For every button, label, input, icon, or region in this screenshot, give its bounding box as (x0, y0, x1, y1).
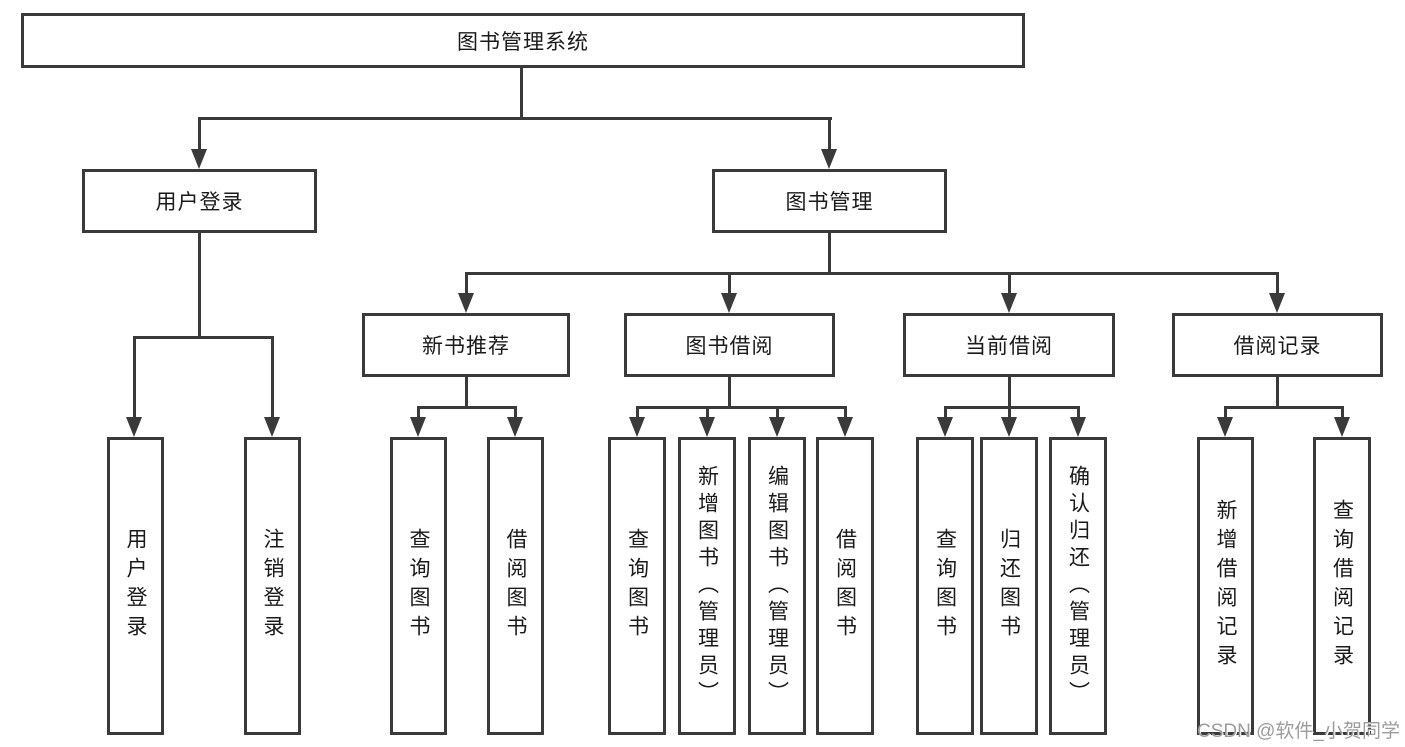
arrow-down-icon (699, 417, 715, 437)
leaf-borrow-books-recommend: 借阅图书 (487, 437, 544, 735)
leaf-borrow-books: 借阅图书 (816, 437, 874, 735)
connector-line (1008, 377, 1011, 409)
connector-line (198, 117, 201, 151)
connector-line (465, 272, 468, 295)
arrow-down-icon (264, 417, 280, 437)
connector-line (198, 117, 832, 120)
leaf-confirm-return-admin: 确认归还（管理员） (1049, 437, 1107, 735)
arrow-down-icon (458, 293, 474, 313)
arrow-down-icon (1217, 417, 1233, 437)
node-current-borrow: 当前借阅 (903, 313, 1115, 377)
connector-line (465, 272, 1279, 275)
arrow-down-icon (410, 417, 426, 437)
leaf-query-books-current-label: 查询图书 (933, 528, 957, 644)
leaf-add-books-admin: 新增图书（管理员） (678, 437, 736, 735)
leaf-query-books-recommend: 查询图书 (390, 437, 447, 735)
arrow-down-icon (1070, 417, 1086, 437)
node-book-borrow: 图书借阅 (624, 313, 835, 377)
connector-line (1224, 406, 1344, 409)
arrow-down-icon (126, 417, 142, 437)
node-root: 图书管理系统 (21, 13, 1025, 68)
connector-line (1224, 406, 1227, 419)
leaf-query-borrow-record: 查询借阅记录 (1313, 437, 1371, 735)
connector-line (828, 233, 831, 274)
leaf-borrow-books-recommend-label: 借阅图书 (504, 528, 527, 644)
connector-line (1008, 272, 1011, 295)
connector-line (1276, 377, 1279, 409)
connector-line (636, 406, 847, 409)
leaf-confirm-return-admin-label: 确认归还（管理员） (1066, 464, 1090, 708)
leaf-return-books-label: 归还图书 (997, 528, 1021, 644)
leaf-add-borrow-record: 新增借阅记录 (1197, 437, 1254, 735)
connector-line (417, 406, 420, 419)
arrow-down-icon (1269, 293, 1285, 313)
node-user-login: 用户登录 (82, 169, 317, 233)
connector-line (844, 406, 847, 419)
node-new-book-recommend-label: 新书推荐 (422, 335, 510, 358)
arrow-down-icon (1334, 417, 1350, 437)
connector-line (417, 406, 517, 409)
node-user-login-label: 用户登录 (155, 191, 244, 214)
node-current-borrow-label: 当前借阅 (965, 335, 1053, 358)
connector-line (133, 336, 136, 418)
leaf-borrow-books-label: 借阅图书 (833, 528, 857, 644)
arrow-down-icon (1001, 293, 1017, 313)
node-borrow-records: 借阅记录 (1172, 313, 1383, 377)
csdn-watermark: CSDN @软件_小贺同学 (1197, 721, 1400, 742)
connector-line (520, 68, 523, 117)
connector-line (636, 406, 639, 419)
connector-line (944, 406, 947, 419)
connector-line (198, 233, 201, 336)
connector-line (514, 406, 517, 419)
arrow-down-icon (937, 417, 953, 437)
leaf-add-books-admin-label: 新增图书（管理员） (695, 464, 719, 708)
leaf-edit-books-admin: 编辑图书（管理员） (748, 437, 806, 735)
node-root-label: 图书管理系统 (457, 30, 589, 54)
connector-line (776, 406, 779, 419)
node-book-management-label: 图书管理 (785, 191, 874, 214)
arrow-down-icon (507, 417, 523, 437)
connector-line (706, 406, 709, 419)
connector-line (1341, 406, 1344, 419)
leaf-query-books-borrow-label: 查询图书 (625, 528, 649, 644)
leaf-query-books-borrow: 查询图书 (608, 437, 666, 735)
connector-line (271, 336, 274, 418)
connector-line (828, 117, 831, 151)
connector-line (1276, 272, 1279, 295)
node-book-management: 图书管理 (712, 169, 947, 233)
connector-line (1077, 406, 1080, 419)
arrow-down-icon (837, 417, 853, 437)
arrow-down-icon (721, 293, 737, 313)
leaf-edit-books-admin-label: 编辑图书（管理员） (765, 464, 789, 708)
connector-line (944, 406, 1080, 409)
leaf-logout-label: 注销登录 (261, 528, 284, 644)
leaf-return-books: 归还图书 (980, 437, 1038, 735)
connector-line (1008, 406, 1011, 419)
arrow-down-icon (629, 417, 645, 437)
leaf-query-books-current: 查询图书 (916, 437, 974, 735)
connector-line (728, 272, 731, 295)
node-book-borrow-label: 图书借阅 (685, 335, 774, 358)
leaf-user-login: 用户登录 (107, 437, 164, 735)
arrow-down-icon (191, 149, 207, 169)
leaf-query-books-recommend-label: 查询图书 (407, 528, 430, 644)
arrow-down-icon (769, 417, 785, 437)
node-borrow-records-label: 借阅记录 (1233, 335, 1322, 358)
leaf-add-borrow-record-label: 新增借阅记录 (1214, 499, 1237, 673)
leaf-query-borrow-record-label: 查询借阅记录 (1330, 499, 1354, 673)
leaf-user-login-label: 用户登录 (124, 528, 147, 644)
connector-line (465, 377, 468, 409)
connector-line (133, 336, 274, 339)
leaf-logout: 注销登录 (244, 437, 301, 735)
connector-line (728, 377, 731, 409)
arrow-down-icon (1001, 417, 1017, 437)
arrow-down-icon (821, 149, 837, 169)
node-new-book-recommend: 新书推荐 (362, 313, 570, 377)
